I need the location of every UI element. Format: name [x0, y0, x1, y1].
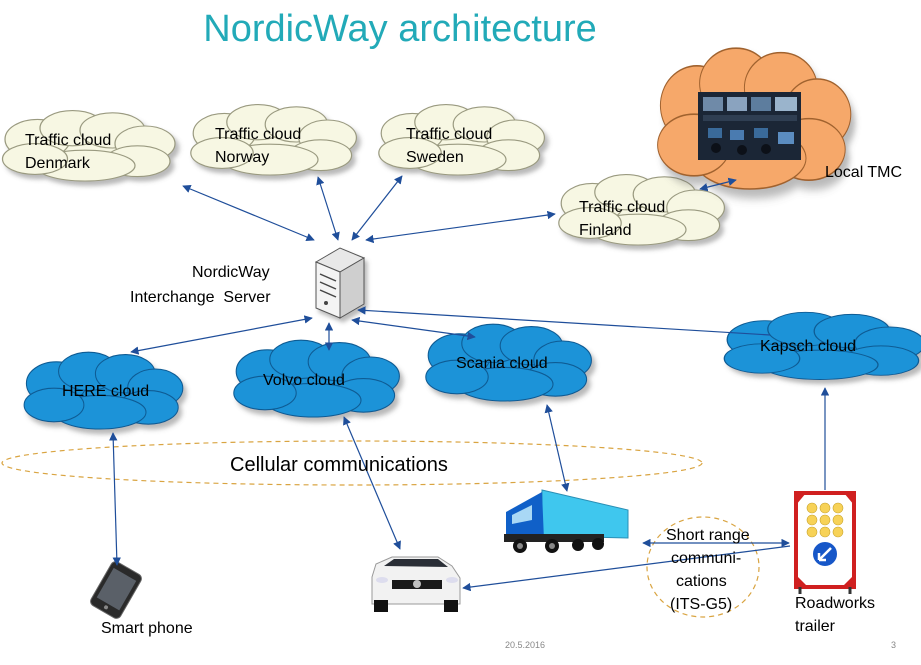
arrow-volvo-car: [343, 416, 401, 550]
interchange-server-icon: [314, 247, 366, 319]
cloud-norway-label: Traffic cloud: [215, 126, 301, 143]
diagram-title: NordicWay architecture: [203, 8, 597, 50]
short-range-label-2: communi-: [671, 550, 741, 567]
server-label-2: Interchange Server: [130, 289, 271, 306]
volvo-cloud-label: Volvo cloud: [263, 372, 345, 389]
cloud-sweden-label: Traffic cloud: [406, 126, 492, 143]
short-range-label-4: (ITS-G5): [670, 596, 732, 613]
cloud-denmark-label: Traffic cloud: [25, 132, 111, 149]
footer-date: 20.5.2016: [505, 640, 546, 650]
arrow-norway-server: [316, 176, 340, 241]
kapsch-cloud-label: Kapsch cloud: [760, 338, 856, 355]
arrow-finland-server: [365, 210, 556, 244]
cloud-finland-label: Traffic cloud: [579, 199, 665, 216]
arrow-kapsch-server: [357, 306, 771, 336]
server-label-1: NordicWay: [192, 264, 270, 281]
here-cloud-label: HERE cloud: [62, 383, 149, 400]
cloud-finland-label-2: Finland: [579, 222, 631, 239]
arrow-scania-server: [351, 316, 476, 341]
truck-icon: [504, 489, 629, 553]
short-range-label-1: Short range: [666, 527, 750, 544]
scania-cloud-label: Scania cloud: [456, 355, 548, 372]
arrow-denmark-server: [182, 184, 315, 242]
tmc-control-room-image: [698, 92, 801, 160]
cloud-sweden-label-2: Sweden: [406, 149, 464, 166]
roadworks-label-1: Roadworks: [795, 595, 875, 612]
cellular-label: Cellular communications: [230, 454, 448, 476]
local-tmc-label: Local TMC: [825, 164, 902, 181]
arrow-scania-truck: [544, 404, 570, 492]
arrow-sweden-server: [351, 175, 403, 241]
arrow-trailer-car: [462, 545, 791, 592]
short-range-ellipse: [646, 516, 760, 618]
car-icon: [371, 556, 461, 612]
cloud-norway-label-2: Norway: [215, 149, 269, 166]
arrow-finland-tmc: [699, 177, 737, 192]
arrow-here-server: [130, 315, 313, 355]
smartphone-label: Smart phone: [101, 620, 193, 637]
footer-page-number: 3: [891, 640, 897, 650]
smartphone-icon: [90, 561, 142, 619]
cloud-denmark-label-2: Denmark: [25, 155, 91, 172]
roadworks-trailer-icon: [794, 491, 856, 594]
short-range-label-3: cations: [676, 573, 727, 590]
arrow-here-phone: [109, 432, 121, 566]
roadworks-label-2: trailer: [795, 618, 836, 635]
